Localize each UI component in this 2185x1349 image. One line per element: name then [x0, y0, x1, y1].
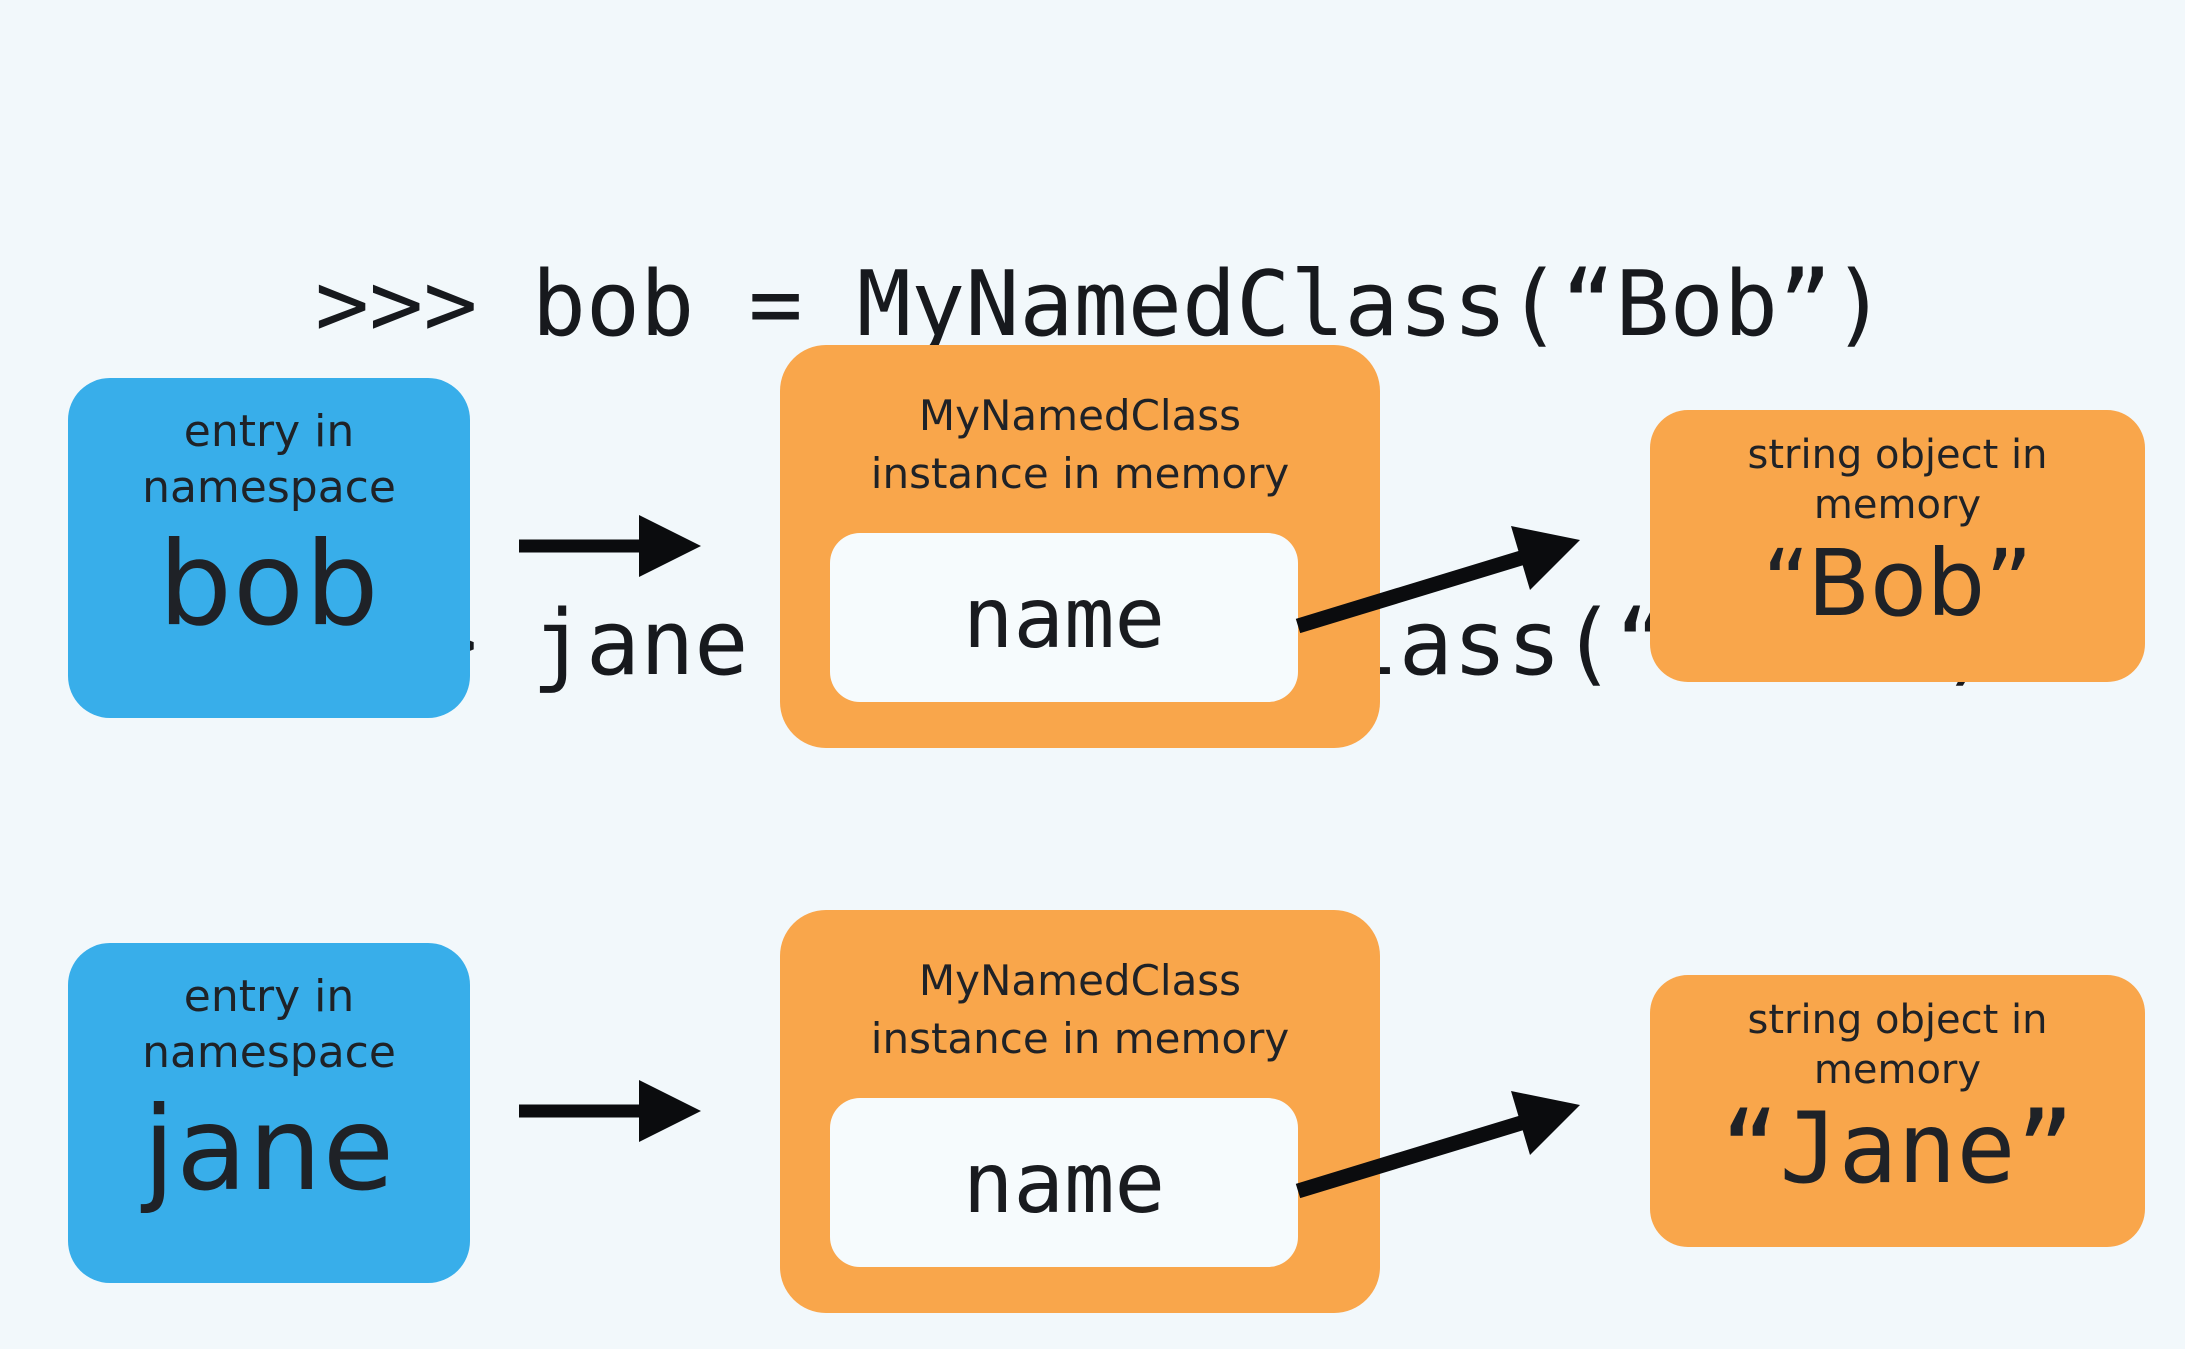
namespace-entry-name: jane — [142, 1082, 396, 1217]
namespace-label-line2: namespace — [142, 1027, 396, 1078]
instance-box-jane: MyNamedClass instance in memory name — [780, 910, 1380, 1313]
attribute-slot-box: name — [830, 1098, 1298, 1267]
arrow-attribute-to-string — [1295, 1091, 1580, 1199]
diagram-row-jane: entry in namespace jane MyNamedClass ins… — [0, 910, 2185, 1330]
arrow-namespace-to-instance — [519, 1080, 701, 1142]
namespace-entry-name: bob — [158, 517, 380, 652]
namespace-label-line1: entry in — [183, 971, 355, 1022]
code-line-bob: >>> bob = MyNamedClass(“Bob”) — [315, 252, 1887, 357]
namespace-label-line1: entry in — [183, 406, 355, 457]
namespace-box-bob: entry in namespace bob — [68, 378, 470, 718]
attribute-slot-box: name — [830, 533, 1298, 702]
namespace-box-jane: entry in namespace jane — [68, 943, 470, 1283]
string-box-jane: string object in memory “Jane” — [1650, 975, 2145, 1247]
instance-title-line1: MyNamedClass — [918, 391, 1242, 440]
string-box-bob: string object in memory “Bob” — [1650, 410, 2145, 682]
arrow-namespace-to-instance — [519, 515, 701, 577]
string-value: “Bob” — [1762, 530, 2033, 637]
string-value: “Jane” — [1720, 1092, 2075, 1206]
instance-title-line1: MyNamedClass — [918, 956, 1242, 1005]
diagram-row-bob: entry in namespace bob MyNamedClass inst… — [0, 345, 2185, 765]
string-label-line2: memory — [1813, 482, 1982, 528]
attribute-name: name — [962, 568, 1166, 667]
namespace-label-line2: namespace — [142, 462, 396, 513]
string-label-line1: string object in — [1747, 432, 2048, 478]
instance-box-bob: MyNamedClass instance in memory name — [780, 345, 1380, 748]
instance-title-line2: instance in memory — [870, 1014, 1290, 1063]
string-label-line2: memory — [1813, 1047, 1982, 1093]
instance-title-line2: instance in memory — [870, 449, 1290, 498]
arrow-attribute-to-string — [1295, 526, 1580, 634]
attribute-name: name — [962, 1133, 1166, 1232]
string-label-line1: string object in — [1747, 997, 2048, 1043]
